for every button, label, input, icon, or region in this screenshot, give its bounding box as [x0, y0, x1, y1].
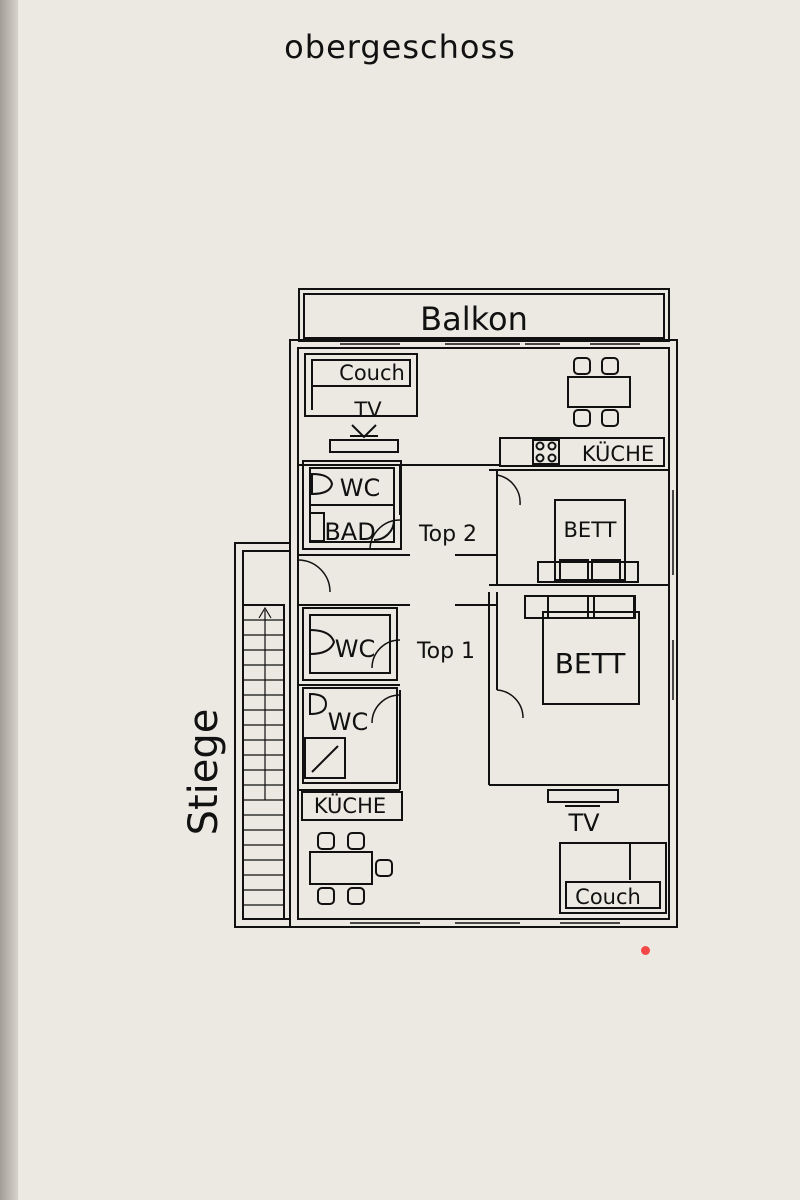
- interior-walls: [298, 464, 669, 791]
- wc-middle: [302, 607, 398, 681]
- kitchen-bottom-label: KÜCHE: [314, 793, 386, 818]
- bad-label: BAD: [324, 518, 375, 546]
- couch-bottom-label: Couch: [575, 885, 641, 909]
- wc-top-label: WC: [340, 474, 381, 502]
- wc-lower: [302, 687, 398, 784]
- tv-top: [329, 424, 399, 453]
- top1-label: Top 1: [416, 639, 475, 664]
- floor-title: obergeschoss: [284, 28, 516, 66]
- tv-top-label: TV: [353, 398, 382, 422]
- couch-top: [304, 353, 418, 417]
- dining-table-top: [567, 357, 631, 427]
- bed-top: [537, 499, 639, 583]
- bed-big: [524, 595, 640, 705]
- paper-edge-shadow: [0, 0, 18, 1200]
- bed-top-label: BETT: [564, 518, 617, 542]
- couch-top-label: Couch: [339, 361, 405, 385]
- kitchen-top: [499, 437, 665, 467]
- kitchen-bottom: [301, 791, 403, 821]
- bed-big-label: BETT: [555, 647, 627, 680]
- staircase: [234, 542, 291, 928]
- wc-lower-label: WC: [328, 708, 369, 736]
- wc-middle-label: WC: [335, 635, 376, 663]
- red-marker-dot: [641, 946, 650, 955]
- balcony-label: Balkon: [420, 300, 528, 338]
- dining-table-bottom: [309, 832, 393, 905]
- top2-label: Top 2: [418, 522, 477, 547]
- kitchen-top-label: KÜCHE: [582, 441, 654, 466]
- couch-bottom: [559, 842, 667, 914]
- doors: [297, 474, 524, 724]
- tv-bottom-label: TV: [567, 809, 600, 837]
- windows: [340, 343, 674, 924]
- tv-bottom: [547, 789, 619, 807]
- stairs-label: Stiege: [181, 709, 227, 836]
